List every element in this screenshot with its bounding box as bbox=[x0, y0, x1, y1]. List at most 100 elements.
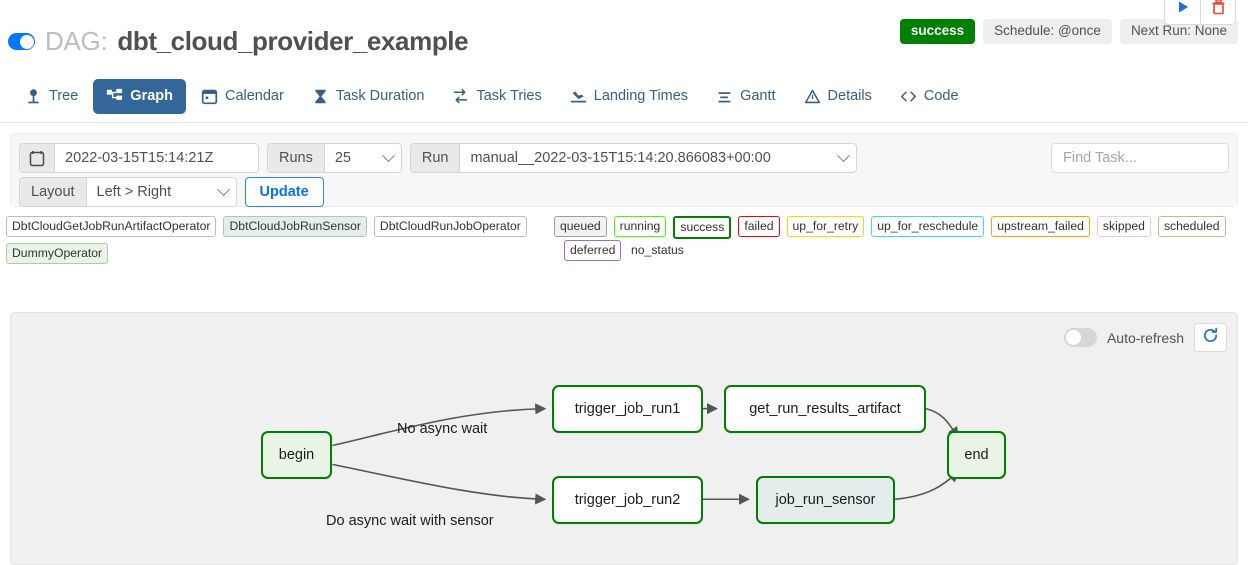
legend-status-success: success bbox=[673, 216, 732, 240]
schedule-badge[interactable]: Schedule: @once bbox=[983, 19, 1112, 44]
operator-legend: DbtCloudGetJobRunArtifactOperator DbtClo… bbox=[6, 216, 546, 265]
dag-pause-toggle[interactable] bbox=[8, 33, 35, 50]
num-runs-value: 25 bbox=[334, 150, 351, 166]
legend-status-queued: queued bbox=[554, 216, 607, 238]
tab-tree[interactable]: Tree bbox=[12, 79, 91, 114]
next-run-badge[interactable]: Next Run: None bbox=[1119, 19, 1238, 44]
task-node-end[interactable]: end bbox=[947, 431, 1006, 479]
refresh-button[interactable] bbox=[1194, 323, 1227, 352]
graph-canvas[interactable]: Auto-refresh begin trigger_job_run1 get_… bbox=[10, 312, 1238, 565]
tab-label: Gantt bbox=[740, 88, 776, 104]
delete-dag-button[interactable] bbox=[1200, 0, 1235, 24]
graph-icon bbox=[106, 88, 123, 105]
tab-landing-times[interactable]: Landing Times bbox=[557, 79, 701, 114]
legend-operator: DummyOperator bbox=[6, 243, 109, 265]
graph-edges bbox=[332, 403, 960, 505]
legend-status-no-status: no_status bbox=[631, 243, 684, 257]
tab-label: Graph bbox=[130, 88, 173, 104]
tab-label: Task Tries bbox=[476, 88, 542, 104]
dag-run-select[interactable]: manual__2022-03-15T15:14:20.866083+00:00 bbox=[459, 143, 858, 173]
chevron-down-icon bbox=[381, 148, 395, 162]
base-date-group: 2022-03-15T15:14:21Z bbox=[19, 143, 259, 173]
warning-icon bbox=[804, 88, 821, 105]
legend-status-skipped: skipped bbox=[1096, 216, 1151, 238]
play-icon bbox=[1176, 0, 1190, 19]
task-node-get-run-results-artifact[interactable]: get_run_results_artifact bbox=[724, 385, 926, 433]
legends: DbtCloudGetJobRunArtifactOperator DbtClo… bbox=[6, 216, 1242, 265]
tab-label: Calendar bbox=[224, 88, 284, 104]
tab-graph[interactable]: Graph bbox=[93, 78, 186, 114]
page-header: DAG: dbt_cloud_provider_example success … bbox=[0, 0, 1248, 70]
auto-refresh-label: Auto-refresh bbox=[1106, 329, 1184, 346]
tab-calendar[interactable]: Calendar bbox=[188, 79, 297, 114]
dag-name-label: dbt_cloud_provider_example bbox=[117, 26, 469, 56]
task-node-begin[interactable]: begin bbox=[261, 431, 332, 479]
dag-prefix-label: DAG: bbox=[45, 26, 108, 56]
tab-label: Task Duration bbox=[335, 88, 425, 104]
status-legend: queued running success failed up_for_ret… bbox=[554, 216, 1248, 262]
tab-task-tries[interactable]: Task Tries bbox=[439, 79, 554, 114]
tab-task-duration[interactable]: Task Duration bbox=[299, 79, 438, 114]
toggle-knob bbox=[1065, 330, 1081, 345]
retry-icon bbox=[452, 88, 469, 105]
run-label: Run bbox=[409, 143, 460, 173]
legend-status-failed: failed bbox=[738, 216, 780, 238]
dag-title: DAG: dbt_cloud_provider_example bbox=[8, 26, 469, 57]
tab-code[interactable]: Code bbox=[887, 79, 972, 114]
tab-gantt[interactable]: Gantt bbox=[703, 79, 788, 114]
edge-begin-trigger1 bbox=[332, 403, 547, 447]
dag-run-value: manual__2022-03-15T15:14:20.866083+00:00 bbox=[470, 150, 771, 166]
layout-label: Layout bbox=[19, 177, 86, 207]
edge-label-async-sensor: Do async wait with sensor bbox=[326, 513, 494, 529]
trash-icon bbox=[1211, 0, 1226, 20]
update-button[interactable]: Update bbox=[244, 177, 324, 207]
legend-operator: DbtCloudJobRunSensor bbox=[223, 216, 367, 238]
toggle-knob bbox=[19, 34, 34, 49]
task-node-trigger-job-run1[interactable]: trigger_job_run1 bbox=[552, 385, 703, 433]
legend-status-upstream-failed: upstream_failed bbox=[991, 216, 1090, 238]
filter-bar: 2022-03-15T15:14:21Z Runs 25 Run manual_… bbox=[10, 133, 1238, 207]
tree-icon bbox=[25, 88, 42, 105]
task-node-trigger-job-run2[interactable]: trigger_job_run2 bbox=[552, 476, 703, 524]
legend-operator: DbtCloudRunJobOperator bbox=[373, 216, 527, 238]
legend-status-up-for-retry: up_for_retry bbox=[786, 216, 865, 238]
tab-label: Landing Times bbox=[593, 88, 689, 104]
refresh-icon bbox=[1202, 327, 1219, 349]
layout-select[interactable]: Left > Right bbox=[85, 177, 237, 207]
edge-label-no-async-wait: No async wait bbox=[397, 421, 488, 437]
run-group: Run manual__2022-03-15T15:14:20.866083+0… bbox=[409, 143, 858, 173]
tab-label: Code bbox=[923, 88, 959, 104]
legend-status-deferred: deferred bbox=[564, 240, 622, 262]
layout-group: Layout Left > Right bbox=[19, 177, 237, 207]
tab-label: Details bbox=[827, 88, 872, 104]
header-badges: success Schedule: @once Next Run: None bbox=[899, 19, 1238, 44]
calendar-icon[interactable] bbox=[19, 143, 54, 173]
tab-label: Tree bbox=[49, 88, 79, 104]
legend-status-scheduled: scheduled bbox=[1157, 216, 1226, 238]
calendar-icon bbox=[201, 88, 218, 105]
chevron-down-icon bbox=[837, 148, 851, 162]
legend-status-up-for-reschedule: up_for_reschedule bbox=[871, 216, 985, 238]
status-badge: success bbox=[899, 19, 976, 44]
base-date-input[interactable]: 2022-03-15T15:14:21Z bbox=[54, 143, 259, 173]
runs-label: Runs bbox=[267, 143, 324, 173]
edge-begin-trigger2 bbox=[332, 463, 547, 505]
code-icon bbox=[900, 88, 917, 105]
runs-group: Runs 25 bbox=[267, 143, 402, 173]
landing-icon bbox=[570, 88, 587, 105]
dag-action-buttons bbox=[1164, 0, 1236, 25]
task-node-job-run-sensor[interactable]: job_run_sensor bbox=[756, 476, 895, 524]
legend-status-running: running bbox=[613, 216, 667, 238]
trigger-dag-button[interactable] bbox=[1165, 0, 1200, 24]
hourglass-icon bbox=[312, 88, 329, 105]
num-runs-select[interactable]: 25 bbox=[323, 143, 402, 173]
gantt-icon bbox=[716, 88, 733, 105]
chevron-down-icon bbox=[216, 182, 230, 196]
auto-refresh-toggle[interactable] bbox=[1063, 328, 1097, 347]
view-tabbar: Tree Graph Calendar Task Duration Task T… bbox=[0, 0, 1248, 123]
canvas-tools: Auto-refresh bbox=[1063, 323, 1227, 352]
tab-details[interactable]: Details bbox=[791, 79, 885, 114]
find-task-input[interactable]: Find Task... bbox=[1051, 143, 1229, 173]
layout-value: Left > Right bbox=[96, 184, 172, 200]
legend-operator: DbtCloudGetJobRunArtifactOperator bbox=[6, 216, 217, 238]
